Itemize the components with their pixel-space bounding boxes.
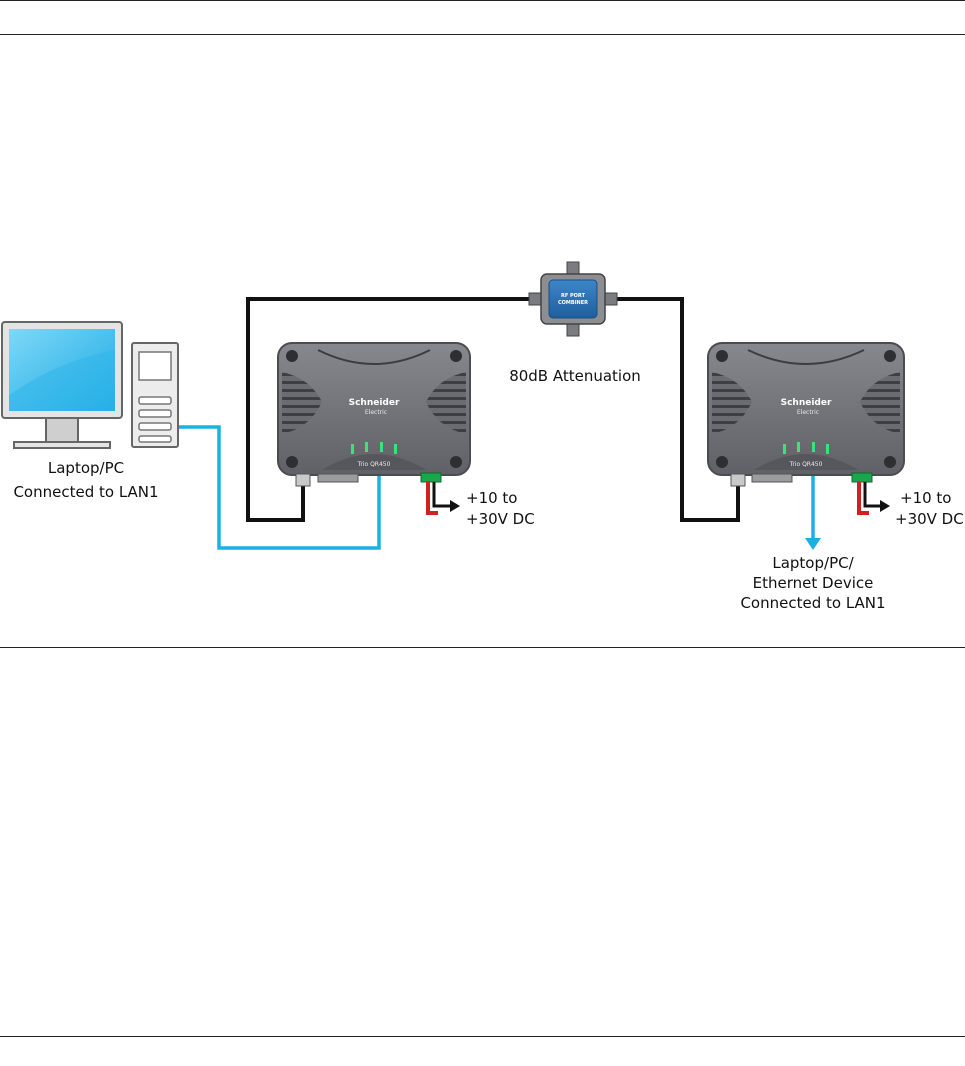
radio-left: Schneider Electric Trio QR450: [278, 343, 470, 486]
radio-right-brand: Schneider: [781, 398, 832, 408]
lan-right-line2: Ethernet Device: [753, 574, 874, 592]
lan-right-line3: Connected to LAN1: [740, 594, 885, 612]
computer-icon: [2, 322, 178, 448]
ethernet-arrow-icon: [805, 538, 821, 550]
attenuation-label: 80dB Attenuation: [509, 367, 641, 385]
combiner-label-line2: COMBINER: [558, 300, 588, 306]
pc-label-line1: Laptop/PC: [48, 459, 124, 477]
power-arrow-right-icon: [880, 500, 890, 512]
power-left-line1: +10 to: [466, 489, 517, 507]
combiner-label-line1: RF PORT: [561, 293, 586, 299]
power-left-line2: +30V DC: [466, 510, 535, 528]
lan-right-line1: Laptop/PC/: [772, 554, 854, 572]
radio-right-model: Trio QR450: [789, 461, 823, 468]
radio-right: Schneider Electric Trio QR450: [708, 343, 904, 486]
power-lead-right-negative: [865, 482, 880, 506]
radio-left-brand-sub: Electric: [365, 409, 387, 416]
power-lead-left-negative: [434, 482, 450, 506]
power-right-line2: +30V DC: [895, 510, 964, 528]
radio-left-brand: Schneider: [349, 398, 400, 408]
radio-right-brand-sub: Electric: [797, 409, 819, 416]
power-arrow-left-icon: [450, 500, 460, 512]
pc-label-line2: Connected to LAN1: [13, 483, 158, 501]
radio-left-model: Trio QR450: [357, 461, 391, 468]
power-right-line1: +10 to: [900, 489, 951, 507]
rf-port-combiner: RF PORT COMBINER: [529, 262, 617, 336]
